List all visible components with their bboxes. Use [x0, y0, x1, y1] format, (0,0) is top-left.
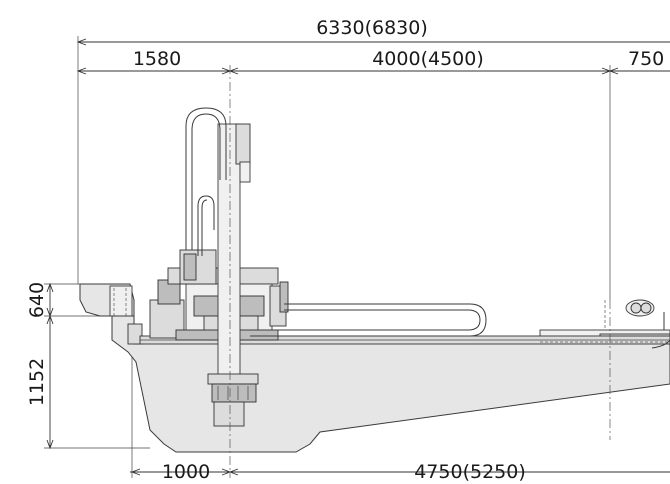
dim-right-span: 750	[628, 48, 664, 70]
arrow-top-640	[46, 282, 54, 293]
dim-height-lower: 1152	[26, 358, 48, 406]
arrow-left-1000	[130, 468, 141, 476]
dim-bottom-right: 4750(5250)	[414, 461, 526, 483]
dim-left-span: 1580	[133, 48, 181, 70]
arrow-left-4750	[228, 468, 239, 476]
dim-height-upper: 640	[26, 282, 48, 318]
arrow-top-1152	[46, 314, 54, 325]
dim-overall-top: 6330(6830)	[316, 17, 428, 39]
cable-pipe	[250, 303, 487, 337]
rear-cover	[79, 283, 135, 317]
center-lines	[229, 65, 611, 478]
dim-mid-span: 4000(4500)	[372, 48, 484, 70]
arrow-bottom-1152	[46, 439, 54, 450]
dim-bottom-left: 1000	[162, 461, 210, 483]
end-pulley	[604, 299, 670, 349]
base-body	[111, 315, 670, 453]
lower-motor	[207, 373, 259, 427]
dimension-lines	[44, 36, 670, 478]
